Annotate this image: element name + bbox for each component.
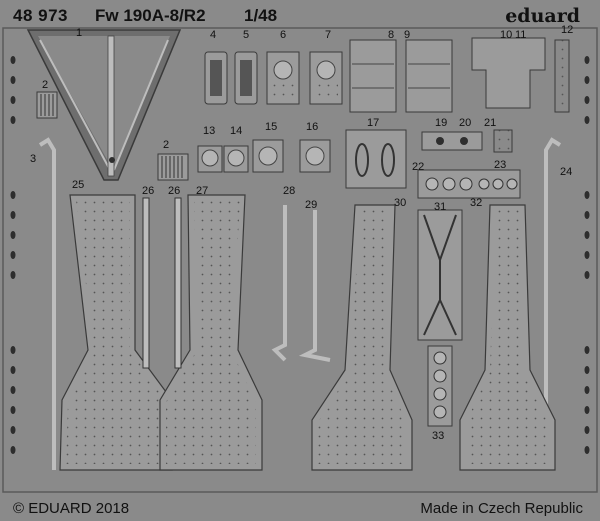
part-14 <box>223 145 249 173</box>
part-1-frame <box>26 29 182 181</box>
part-number-2b: 2 <box>163 139 170 151</box>
part-26-strip-a <box>142 197 150 369</box>
part-number-30: 30 <box>394 197 407 209</box>
part-number-22: 22 <box>412 161 425 173</box>
part-15 <box>252 139 284 173</box>
part-2-ladder-right <box>157 153 189 181</box>
part-3-rod <box>38 137 56 470</box>
part-32-panel <box>459 204 556 471</box>
part-number-26b: 26 <box>168 185 181 197</box>
part-number-33: 33 <box>432 430 445 442</box>
part-number-10: 10 <box>500 29 513 41</box>
part-number-28: 28 <box>283 185 296 197</box>
part-number-20: 20 <box>459 117 472 129</box>
part-29-strip <box>298 210 331 362</box>
part-number-1: 1 <box>76 27 83 39</box>
part-2-ladder-left <box>36 91 58 119</box>
part-27-panel <box>159 194 263 471</box>
part-number-26a: 26 <box>142 185 155 197</box>
part-24-rod <box>544 137 562 470</box>
origin-notice: Made in Czech Republic <box>420 500 583 517</box>
part-number-5: 5 <box>243 29 250 41</box>
part-30-panel <box>311 204 413 471</box>
part-22-23-washers <box>417 169 521 199</box>
part-number-8: 8 <box>388 29 395 41</box>
part-8 <box>349 39 397 113</box>
part-21 <box>493 129 513 153</box>
part-12 <box>554 39 570 113</box>
part-9 <box>405 39 453 113</box>
part-number-11: 11 <box>515 29 527 41</box>
part-26-strip-b <box>174 197 182 369</box>
part-13 <box>197 145 223 173</box>
edge-holes-left <box>10 56 16 454</box>
part-number-13: 13 <box>203 125 216 137</box>
scale-label: 1/48 <box>244 6 278 25</box>
aircraft-model: Fw 190A-8/R2 <box>95 6 206 25</box>
part-6 <box>266 51 300 105</box>
part-7 <box>309 51 343 105</box>
part-number-21: 21 <box>484 117 497 129</box>
part-17 <box>345 129 407 189</box>
part-25-panel <box>59 194 173 471</box>
part-number-12: 12 <box>561 24 574 36</box>
part-31-brace <box>417 209 463 341</box>
part-number-24: 24 <box>560 166 573 178</box>
part-number-31: 31 <box>434 201 447 213</box>
part-19-20 <box>421 131 483 151</box>
part-28-strip <box>271 205 287 362</box>
part-number-9: 9 <box>404 29 411 41</box>
part-5 <box>234 51 258 105</box>
part-number-23: 23 <box>494 159 507 171</box>
part-number-17: 17 <box>367 117 380 129</box>
part-number-6: 6 <box>280 29 287 41</box>
part-number-15: 15 <box>265 121 278 133</box>
part-number-19: 19 <box>435 117 448 129</box>
part-number-27: 27 <box>196 185 209 197</box>
part-16 <box>299 139 331 173</box>
edge-holes-right <box>584 56 590 454</box>
part-33-rings <box>427 345 453 427</box>
part-number-29: 29 <box>305 199 318 211</box>
part-number-25: 25 <box>72 179 85 191</box>
part-number-14: 14 <box>230 125 243 137</box>
part-4 <box>204 51 228 105</box>
part-number-32: 32 <box>470 197 483 209</box>
part-number-2a: 2 <box>42 79 49 91</box>
part-number-3: 3 <box>30 153 37 165</box>
part-number-4: 4 <box>210 29 217 41</box>
brand-logo: eduard <box>505 5 580 27</box>
copyright-notice: © EDUARD 2018 <box>13 500 130 517</box>
part-number-7: 7 <box>325 29 332 41</box>
part-number-16: 16 <box>306 121 319 133</box>
part-10-11 <box>471 37 546 109</box>
product-code: 48 973 <box>13 6 68 25</box>
